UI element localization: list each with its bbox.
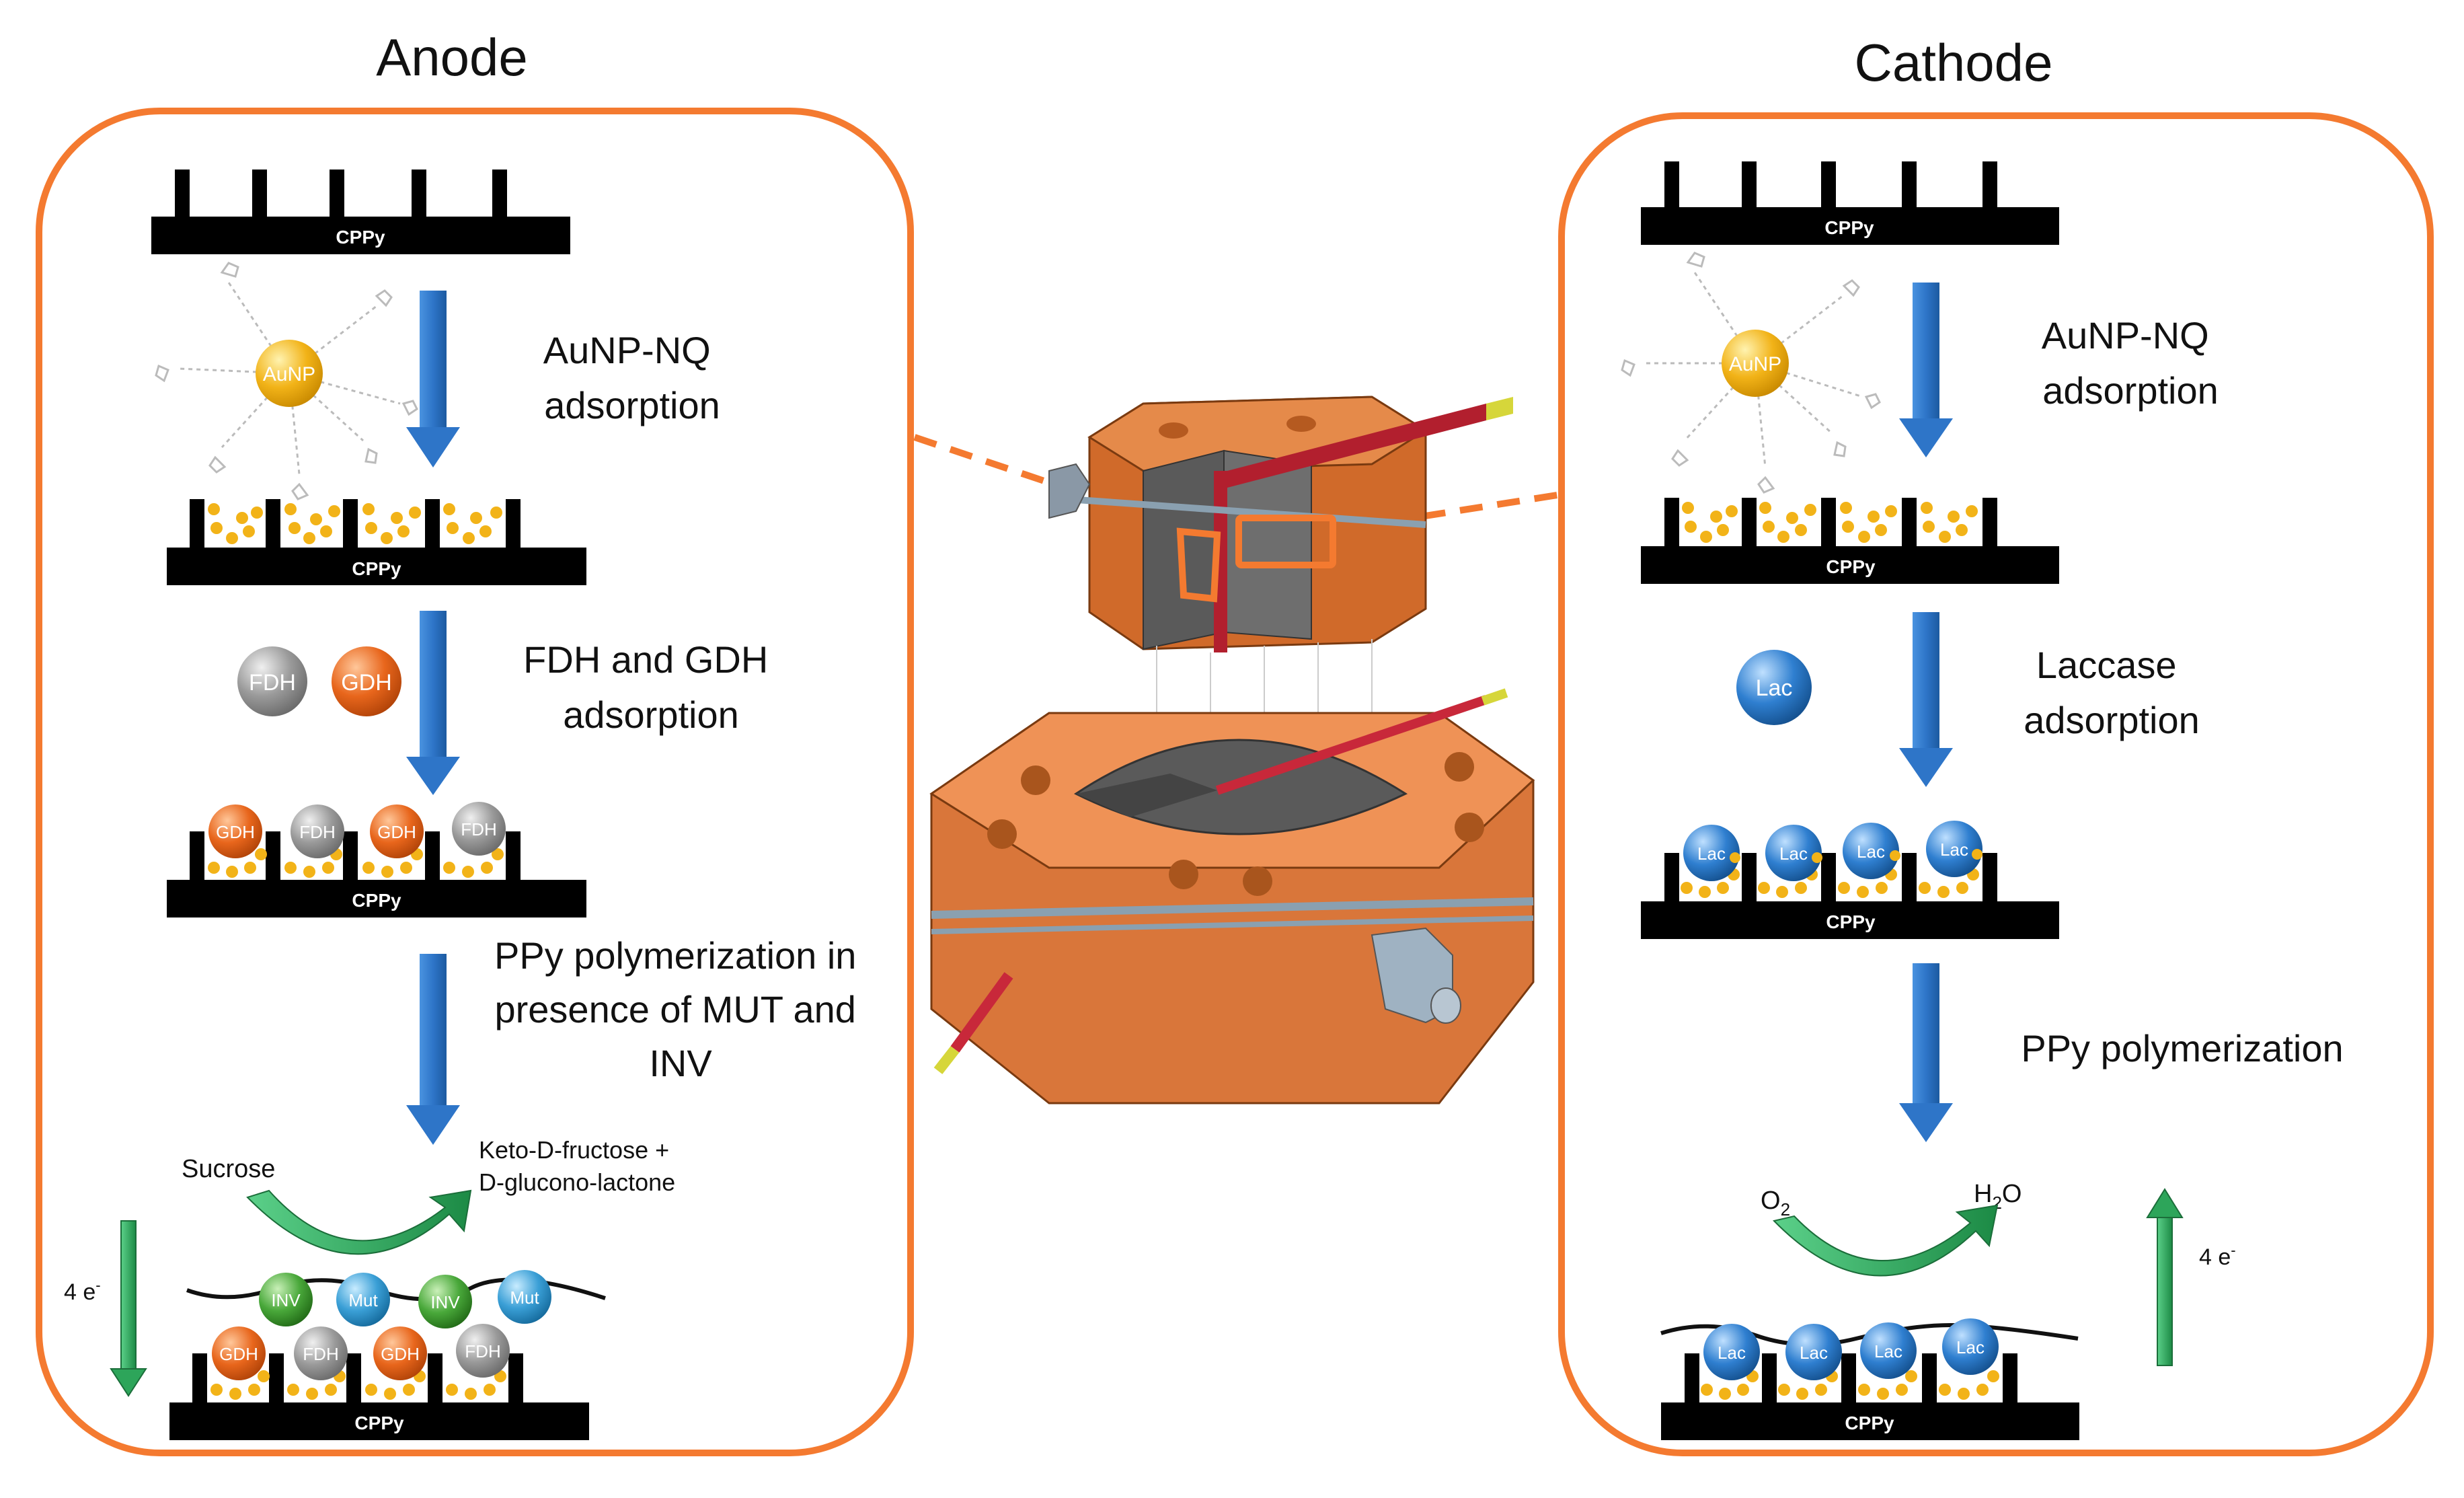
cathode-electrode-laccase: Lac Lac Lac Lac CPPy xyxy=(1641,821,2059,939)
lac-label: Lac xyxy=(1779,844,1808,864)
reaction-curve-arrow xyxy=(1773,1204,1999,1277)
anode-electrode-enzymes: GDH FDH GDH FDH CPPy xyxy=(167,802,586,917)
sucrose-label: Sucrose xyxy=(182,1155,275,1183)
gdh-label: GDH xyxy=(381,1344,420,1364)
aunp-label: AuNP xyxy=(263,363,315,385)
mut-label: Mut xyxy=(348,1290,378,1310)
cathode-electrode-aunp: CPPy xyxy=(1641,498,2059,584)
gdh-label: GDH xyxy=(219,1344,258,1364)
anode-aunp-particle: AuNP xyxy=(155,262,418,500)
reaction-curve-arrow xyxy=(246,1189,472,1255)
cathode-final-electrode: O2 H2O Lac Lac Lac Lac CPPy xyxy=(1660,1180,2079,1440)
anode-final-electrode: Sucrose Keto-D-fructose + D-glucono-lact… xyxy=(169,1136,676,1440)
electrode-label: CPPy xyxy=(1824,217,1874,238)
anode-electrode-aunp: CPPy xyxy=(167,499,586,585)
cathode-step1-arrow xyxy=(1899,283,1953,457)
anode-free-enzymes: FDH GDH xyxy=(237,646,401,716)
lac-label: Lac xyxy=(1940,839,1968,860)
cathode-panel: Cathode xyxy=(1558,33,2434,1456)
cathode-step2-arrow xyxy=(1899,612,1953,787)
fdh-label: FDH xyxy=(249,670,296,696)
anode-frame xyxy=(36,108,914,1456)
anode-electron-arrow: 4 e- xyxy=(64,1220,147,1397)
electrode-label: CPPy xyxy=(1845,1413,1894,1433)
electrode-label: CPPy xyxy=(352,890,401,911)
anode-panel: Anode xyxy=(36,28,914,1456)
anode-bare-electrode: CPPy xyxy=(151,170,570,254)
cathode-free-laccase: Lac xyxy=(1736,650,1812,725)
products-label: Keto-D-fructose + D-glucono-lactone xyxy=(479,1136,676,1196)
cathode-step2-label: Laccase adsorption xyxy=(2024,644,2200,741)
fdh-label: FDH xyxy=(461,819,496,839)
gdh-label: GDH xyxy=(216,822,255,842)
cathode-aunp-particle: AuNP xyxy=(1621,252,1881,494)
electrode-label: CPPy xyxy=(352,558,401,579)
cathode-step3-label: PPy polymerization xyxy=(2021,1027,2343,1070)
fdh-label: FDH xyxy=(299,822,335,842)
fdh-label: FDH xyxy=(303,1344,338,1364)
h2o-label: H2O xyxy=(1974,1180,2022,1213)
anode-step1-label: AuNP-NQ adsorption xyxy=(543,329,722,426)
cathode-frame xyxy=(1558,112,2434,1456)
fuel-cell-device-exploded-view xyxy=(929,396,1535,1104)
electrode-label: CPPy xyxy=(354,1413,404,1433)
anode-step2-arrow xyxy=(406,611,460,795)
anode-title: Anode xyxy=(376,28,528,87)
anode-electron-label: 4 e- xyxy=(64,1277,101,1305)
cathode-title: Cathode xyxy=(1855,33,2053,92)
mut-label: Mut xyxy=(510,1287,539,1308)
inv-label: INV xyxy=(430,1292,460,1312)
cathode-electron-arrow: 4 e- xyxy=(2146,1188,2236,1366)
lac-label: Lac xyxy=(1874,1341,1902,1361)
fdh-label: FDH xyxy=(465,1341,500,1361)
aunp-label: AuNP xyxy=(1729,353,1781,375)
cathode-step1-label: AuNP-NQ adsorption xyxy=(2042,314,2220,412)
lac-label: Lac xyxy=(1697,844,1726,864)
electrode-label: CPPy xyxy=(1826,911,1876,932)
lac-label: Lac xyxy=(1956,1337,1985,1357)
electrode-label: CPPy xyxy=(336,227,385,248)
lac-label: Lac xyxy=(1718,1343,1746,1363)
anode-step1-arrow xyxy=(406,291,460,467)
cathode-electron-label: 4 e- xyxy=(2199,1242,2236,1270)
cathode-step3-arrow xyxy=(1899,963,1953,1142)
o2-label: O2 xyxy=(1761,1187,1790,1220)
gdh-label: GDH xyxy=(377,822,416,842)
gdh-label: GDH xyxy=(341,670,392,696)
anode-step3-label: PPy polymerization in presence of MUT an… xyxy=(494,934,867,1084)
lac-label: Lac xyxy=(1857,841,1885,862)
anode-step2-label: FDH and GDH adsorption xyxy=(523,638,779,736)
inv-label: INV xyxy=(271,1290,301,1310)
lac-label: Lac xyxy=(1756,675,1793,701)
cathode-bare-electrode: CPPy xyxy=(1641,161,2059,245)
anode-step3-arrow xyxy=(406,954,460,1145)
lac-label: Lac xyxy=(1800,1343,1828,1363)
electrode-label: CPPy xyxy=(1826,556,1876,577)
